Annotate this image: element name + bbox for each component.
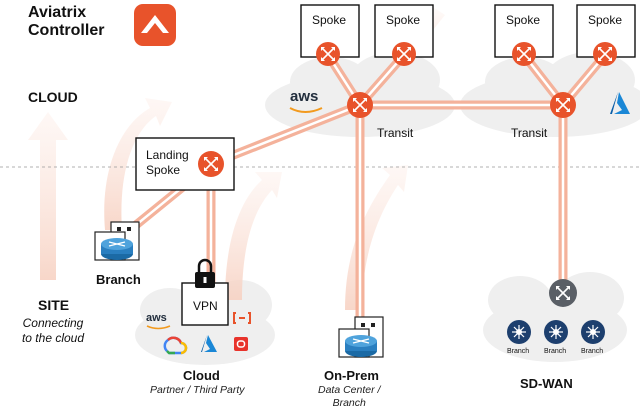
branch-node-icon — [544, 320, 568, 344]
brand-line-2: Controller — [28, 22, 105, 39]
landing-line-1: Landing — [146, 148, 189, 162]
branch-label: Branch — [96, 272, 141, 287]
aws-small-logo-text: aws — [146, 312, 167, 324]
brand-line-1: Aviatrix — [28, 4, 87, 21]
router-icon — [392, 42, 416, 66]
spoke-label: Spoke — [506, 13, 541, 27]
branch-node-icon — [581, 320, 605, 344]
zone-site-label: SITE — [38, 297, 70, 313]
lock-icon — [195, 258, 215, 288]
vpn-label: VPN — [193, 299, 218, 313]
vpn-box — [181, 282, 229, 326]
branch-node-icon — [507, 320, 531, 344]
brand-title: Aviatrix Controller — [28, 4, 104, 40]
sdwan-branch-label: Branch — [544, 348, 567, 355]
azure-small-logo-icon — [201, 335, 217, 352]
aws-logo-text: aws — [290, 88, 319, 105]
aviatrix-logo-icon — [134, 4, 176, 46]
spoke-label: Spoke — [312, 13, 347, 27]
cloud-partner-subtitle: Partner / Third Party — [150, 384, 245, 396]
router-icon — [316, 42, 340, 66]
onprem-building-icon — [338, 316, 384, 358]
spoke-label: Spoke — [588, 13, 623, 27]
transit-router-icon — [550, 92, 576, 118]
aws-small-smile-icon — [146, 325, 171, 330]
router-icon — [512, 42, 536, 66]
sdwan-branch-label: Branch — [581, 348, 604, 355]
gcp-logo-icon — [163, 336, 188, 355]
zone-site-subtitle: Connecting to the cloud — [18, 316, 88, 346]
aws-smile-icon — [289, 107, 323, 113]
alibaba-logo-icon — [233, 312, 251, 324]
oracle-logo-icon — [234, 337, 248, 351]
onprem-sub-line-2: Branch — [332, 397, 366, 409]
onprem-title: On-Prem — [324, 368, 379, 383]
sdwan-branch-label: Branch — [507, 348, 530, 355]
site-sub-line-1: Connecting — [22, 316, 84, 330]
transit-label: Transit — [511, 126, 548, 140]
transit-router-icon — [347, 92, 373, 118]
landing-line-2: Spoke — [146, 163, 181, 177]
spoke-label: Spoke — [386, 13, 421, 27]
cloud-partner-title: Cloud — [183, 368, 220, 383]
azure-logo-icon — [610, 92, 630, 114]
transit-label: Transit — [377, 126, 414, 140]
gateway-router-icons — [198, 42, 617, 177]
site-sub-line-2: to the cloud — [21, 331, 85, 345]
sdwan-gateway-icon — [549, 279, 577, 307]
landing-router-icon — [198, 151, 224, 177]
onprem-sub-line-1: Data Center / — [318, 384, 381, 396]
sdwan-title: SD-WAN — [520, 376, 573, 391]
onprem-subtitle: Data Center / Branch — [318, 384, 380, 410]
landing-spoke-label: Landing Spoke — [146, 148, 189, 178]
router-icon — [593, 42, 617, 66]
sdwan-branch-icons — [507, 320, 605, 344]
zone-cloud-label: CLOUD — [28, 89, 78, 105]
branch-building-icon — [94, 221, 140, 261]
